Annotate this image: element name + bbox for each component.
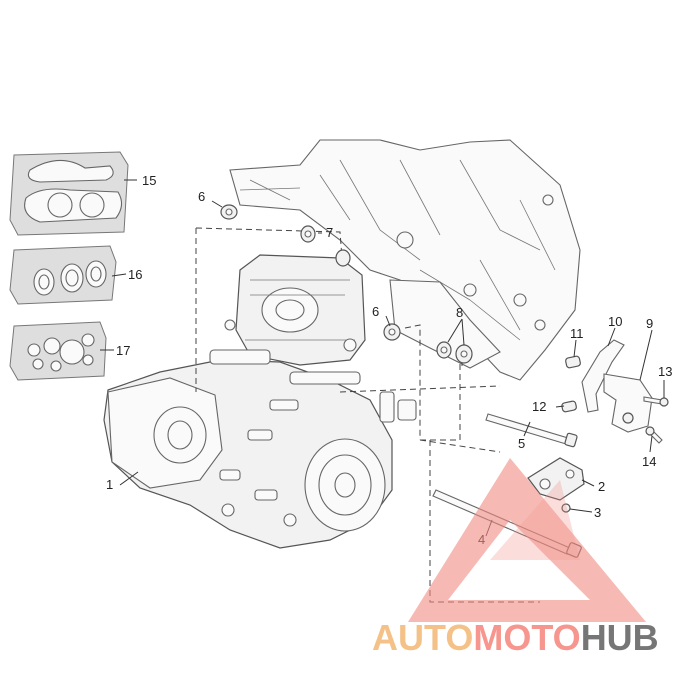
washer-7 (300, 225, 351, 267)
callout-14: 14 (642, 454, 656, 469)
frame-outline (229, 139, 581, 381)
watermark-moto: MOTO (473, 617, 580, 658)
callout-11: 11 (570, 326, 584, 341)
watermark-triangle (408, 458, 646, 622)
oil-seal-kit-16 (9, 245, 117, 305)
callout-9: 9 (646, 316, 653, 331)
callout-labels: 15 16 17 1 6 7 6 8 11 10 9 13 12 14 5 2 … (106, 173, 672, 547)
callout-6-lower: 6 (372, 304, 379, 319)
leader-lines (100, 179, 665, 537)
gasket-kit-15 (9, 151, 129, 236)
bushing-6-lower (383, 323, 401, 341)
watermark-logo: AUTOMOTOHUB (372, 458, 659, 658)
o-ring-kit-17 (9, 321, 107, 381)
bolt-5 (485, 413, 578, 448)
bracket-10 (581, 339, 625, 413)
callout-2: 2 (598, 479, 605, 494)
pin-11 (565, 355, 581, 369)
callout-17: 17 (116, 343, 130, 358)
plate-9 (603, 373, 653, 433)
pin-12 (561, 400, 577, 413)
callout-8: 8 (456, 305, 463, 320)
callout-12: 12 (532, 399, 546, 414)
callout-3: 3 (594, 505, 601, 520)
callout-16: 16 (128, 267, 142, 282)
callout-13: 13 (658, 364, 672, 379)
bracket-2 (527, 457, 585, 501)
watermark-auto: AUTO (372, 617, 473, 658)
callout-7: 7 (326, 225, 333, 240)
watermark-hub: HUB (581, 617, 659, 658)
callout-6-upper: 6 (198, 189, 205, 204)
bushing-6-upper (220, 204, 238, 220)
spacers-8 (436, 341, 473, 364)
callout-5: 5 (518, 436, 525, 451)
screw-3 (561, 503, 571, 513)
screw-14 (645, 426, 663, 444)
callout-1: 1 (106, 477, 113, 492)
callout-10: 10 (608, 314, 622, 329)
engine-assembly (103, 254, 417, 549)
watermark-text: AUTOMOTOHUB (372, 617, 659, 658)
callout-15: 15 (142, 173, 156, 188)
